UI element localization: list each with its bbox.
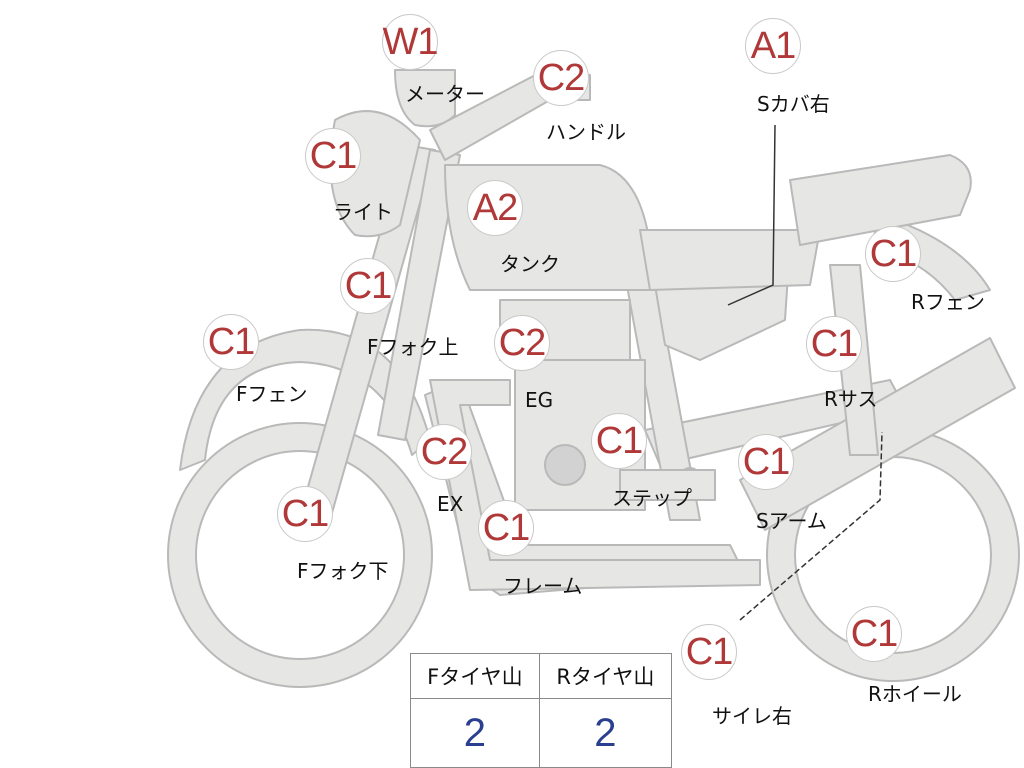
part-label-handle: ハンドル bbox=[546, 120, 626, 144]
leader-silencer bbox=[739, 431, 883, 621]
grade-badge-tank: A2 bbox=[467, 180, 523, 236]
grade-badge-silencer-right: C1 bbox=[681, 624, 737, 680]
rear-tire-header: Rタイヤ山 bbox=[538, 653, 673, 699]
part-label-meter: メーター bbox=[405, 82, 485, 106]
grade-badge-step: C1 bbox=[591, 413, 647, 469]
grade-badge-light: C1 bbox=[305, 128, 361, 184]
part-label-front-fork-upper: Fフォク上 bbox=[367, 335, 459, 359]
grade-badge-front-fork-upper: C1 bbox=[340, 258, 396, 314]
front-tire-header: Fタイヤ山 bbox=[410, 653, 540, 699]
part-label-front-fender: Fフェン bbox=[236, 382, 308, 406]
part-label-tank: タンク bbox=[500, 252, 560, 276]
grade-badge-engine: C2 bbox=[494, 315, 550, 371]
part-label-silencer-right: サイレ右 bbox=[712, 704, 792, 728]
part-label-engine: EG bbox=[525, 388, 554, 412]
front-tire-value: 2 bbox=[410, 698, 540, 768]
part-label-rear-wheel: Rホイール bbox=[868, 682, 962, 706]
grade-badge-rear-wheel: C1 bbox=[846, 606, 902, 662]
seat-shape bbox=[639, 229, 821, 291]
grade-badge-swing-arm: C1 bbox=[738, 434, 794, 490]
grade-badge-exhaust: C2 bbox=[416, 424, 472, 480]
part-label-rear-suspension: Rサス bbox=[824, 387, 878, 411]
grade-badge-frame: C1 bbox=[478, 500, 534, 556]
grade-badge-side-cover-right: A1 bbox=[745, 18, 801, 74]
part-label-front-fork-lower: Fフォク下 bbox=[297, 559, 389, 583]
grade-badge-meter: W1 bbox=[382, 14, 439, 70]
silencer-shape bbox=[739, 337, 1016, 531]
leader-side-cover bbox=[727, 124, 776, 306]
part-label-swing-arm: Sアーム bbox=[756, 509, 827, 533]
grade-badge-rear-suspension: C1 bbox=[806, 316, 862, 372]
part-label-light: ライト bbox=[333, 200, 393, 224]
exhaust-shape bbox=[429, 379, 761, 591]
part-label-exhaust: EX bbox=[437, 492, 464, 516]
grade-badge-rear-fender: C1 bbox=[865, 226, 921, 282]
part-label-frame: フレーム bbox=[503, 574, 583, 598]
part-label-side-cover-right: Sカバ右 bbox=[757, 92, 830, 116]
part-label-rear-fender: Rフェン bbox=[911, 290, 985, 314]
grade-badge-front-fork-lower: C1 bbox=[277, 486, 333, 542]
grade-badge-front-fender: C1 bbox=[203, 314, 259, 370]
grade-badge-handle: C2 bbox=[533, 50, 589, 106]
rear-tire-value: 2 bbox=[538, 698, 673, 768]
part-label-step: ステップ bbox=[612, 486, 692, 510]
tire-tread-table: Fタイヤ山 Rタイヤ山 2 2 bbox=[410, 653, 673, 768]
step-shape bbox=[619, 469, 716, 501]
